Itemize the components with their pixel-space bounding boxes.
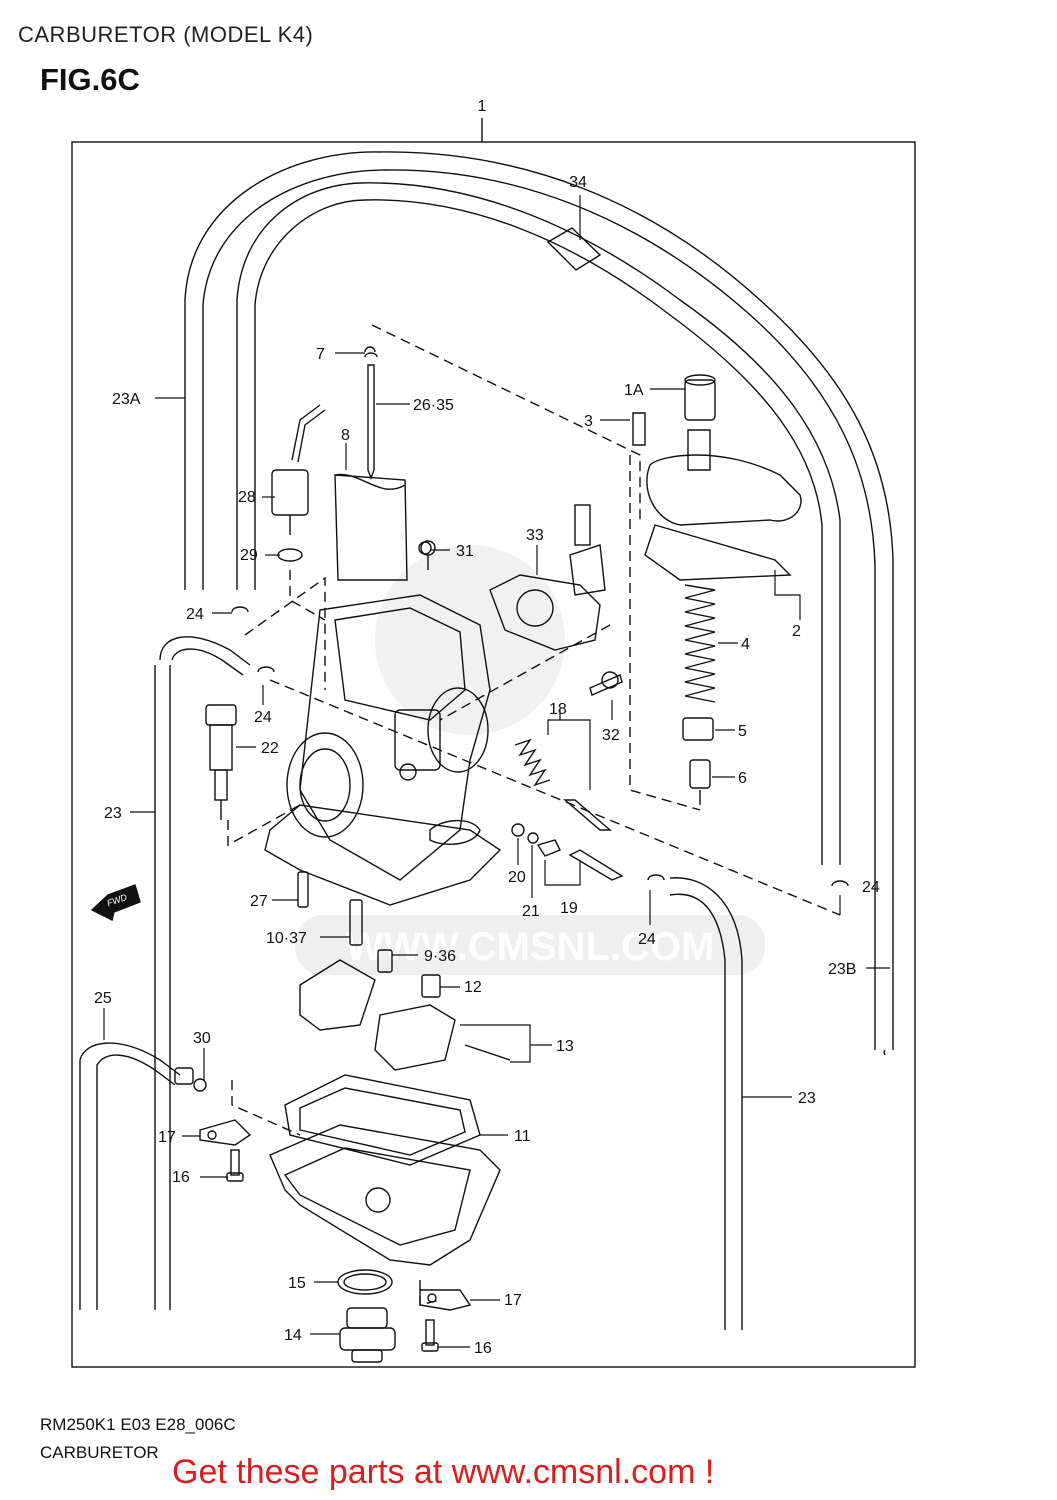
callout-18: 18 (549, 701, 567, 718)
callout-19: 19 (560, 900, 578, 917)
callout-2: 2 (792, 623, 801, 640)
callout-30: 30 (193, 1030, 211, 1047)
callout-23-a: 23 (104, 805, 122, 822)
callout-24-d: 24 (862, 879, 880, 896)
callout-31: 31 (456, 543, 474, 560)
watermark: WWW.CMSNL.COM (295, 545, 765, 975)
vent-tube-23-left (154, 636, 251, 1310)
diagram-name: CARBURETOR (40, 1443, 159, 1462)
callout-25: 25 (94, 990, 112, 1007)
callout-34: 34 (569, 174, 587, 191)
throttle-cable-assembly (632, 374, 802, 805)
vent-tube-23-right (669, 877, 743, 1330)
callout-23A: 23A (112, 391, 141, 408)
callout-23-b: 23 (798, 1090, 816, 1107)
callout-20: 20 (508, 869, 526, 886)
assembly-guides (227, 324, 841, 1306)
callout-1A: 1A (624, 382, 644, 399)
callout-22: 22 (261, 740, 279, 757)
callout-7: 7 (316, 346, 325, 363)
watermark-text: WWW.CMSNL.COM (346, 925, 715, 969)
callout-8: 8 (341, 427, 350, 444)
callout-28: 28 (238, 489, 256, 506)
vent-tube-25 (79, 1042, 181, 1310)
callout-32: 32 (602, 727, 620, 744)
page-title: CARBURETOR (MODEL K4) (18, 22, 314, 47)
callout-12: 12 (464, 979, 482, 996)
diagram-code: RM250K1 E03 E28_006C (40, 1415, 236, 1434)
callout-15: 15 (288, 1275, 306, 1292)
callout-leaders (103, 195, 890, 1348)
callout-24-a: 24 (186, 606, 204, 623)
figure-label: FIG.6C (40, 62, 140, 97)
callout-13: 13 (556, 1038, 574, 1055)
callout-24-c: 24 (638, 931, 656, 948)
callout-17-b: 17 (504, 1292, 522, 1309)
callout-3: 3 (584, 413, 593, 430)
callout-1: 1 (478, 98, 487, 115)
callout-17-a: 17 (158, 1129, 176, 1146)
callout-21: 21 (522, 903, 540, 920)
callout-10-37: 10·37 (266, 930, 307, 947)
needle-and-slide (271, 346, 436, 581)
promo-link[interactable]: Get these parts at www.cmsnl.com ! (172, 1453, 715, 1491)
callout-26-35: 26·35 (413, 397, 454, 414)
callout-24-b: 24 (254, 709, 272, 726)
forward-arrow-icon: FWD (90, 884, 141, 922)
callout-14: 14 (284, 1327, 302, 1344)
callout-16-a: 16 (172, 1169, 190, 1186)
callout-27: 27 (250, 893, 268, 910)
small-parts (174, 352, 849, 1363)
callout-29: 29 (240, 547, 258, 564)
callout-6: 6 (738, 770, 747, 787)
vent-tubes-top (184, 151, 894, 1056)
callout-5: 5 (738, 723, 747, 740)
callout-9-36: 9·36 (424, 948, 456, 965)
callout-16-b: 16 (474, 1340, 492, 1357)
callout-33: 33 (526, 527, 544, 544)
callout-11: 11 (514, 1128, 531, 1145)
callout-labels: 1 34 7 26·35 8 1A 3 23A 28 29 31 33 2 24… (94, 98, 880, 1357)
carburetor-body (264, 504, 606, 906)
callout-23B: 23B (828, 961, 856, 978)
assembly-frame (71, 141, 916, 1368)
callout-4: 4 (741, 636, 750, 653)
